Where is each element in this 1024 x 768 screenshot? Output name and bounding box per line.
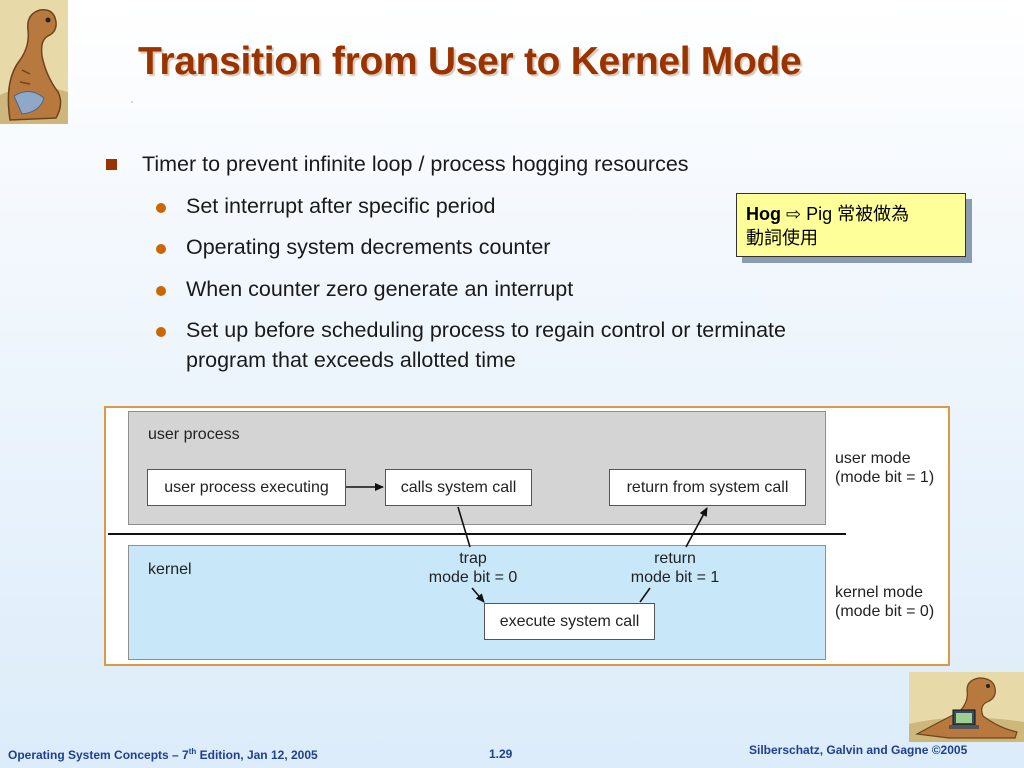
- bullet-dot-icon: [156, 244, 166, 254]
- return-label: return mode bit = 1: [630, 550, 720, 586]
- bullet-dot-icon: [156, 327, 166, 337]
- sub-bullet-text: When counter zero generate an interrupt: [186, 277, 574, 301]
- dinosaur-mascot-icon: [0, 0, 68, 124]
- footer-left: Operating System Concepts – 7th Edition,…: [8, 747, 318, 762]
- sub-bullet-text: Set up before scheduling process to rega…: [186, 318, 786, 342]
- kernel-mode-label: kernel mode (mode bit = 0): [835, 584, 935, 620]
- trap-label: trap mode bit = 0: [428, 550, 518, 586]
- box-return-from-system-call: return from system call: [609, 469, 806, 506]
- user-mode-label: user mode (mode bit = 1): [835, 450, 935, 486]
- bullet-dot-icon: [156, 286, 166, 296]
- right-arrow-icon: ⇨: [786, 204, 802, 224]
- note-line2: 動詞使用: [746, 228, 818, 248]
- sub-bullet-text: Operating system decrements counter: [186, 235, 551, 259]
- box-user-process-executing: user process executing: [147, 469, 346, 506]
- user-process-area: [128, 411, 826, 525]
- user-process-label: user process: [148, 426, 240, 443]
- footer-right: Silberschatz, Galvin and Gagne ©2005: [749, 743, 968, 757]
- mode-separator-line: [108, 533, 846, 535]
- kernel-label: kernel: [148, 561, 192, 578]
- box-calls-system-call: calls system call: [385, 469, 532, 506]
- sub-bullet-text: Set interrupt after specific period: [186, 194, 496, 218]
- slide-title: Transition from User to Kernel Mode: [138, 40, 802, 83]
- box-execute-system-call: execute system call: [484, 603, 655, 640]
- note-line1: Pig 常被做為: [806, 204, 910, 224]
- page-number: 1.29: [489, 747, 513, 761]
- bullet-square-icon: [106, 159, 117, 170]
- sub-bullet-text-continued: program that exceeds allotted time: [186, 348, 516, 372]
- main-bullet-text: Timer to prevent infinite loop / process…: [142, 152, 689, 176]
- callout-note: Hog ⇨ Pig 常被做為 動詞使用: [736, 193, 966, 257]
- note-hog-word: Hog: [746, 204, 781, 224]
- title-underline-mark: [131, 101, 133, 103]
- dinosaur-laptop-mascot-icon: [909, 672, 1024, 742]
- bullet-dot-icon: [156, 203, 166, 213]
